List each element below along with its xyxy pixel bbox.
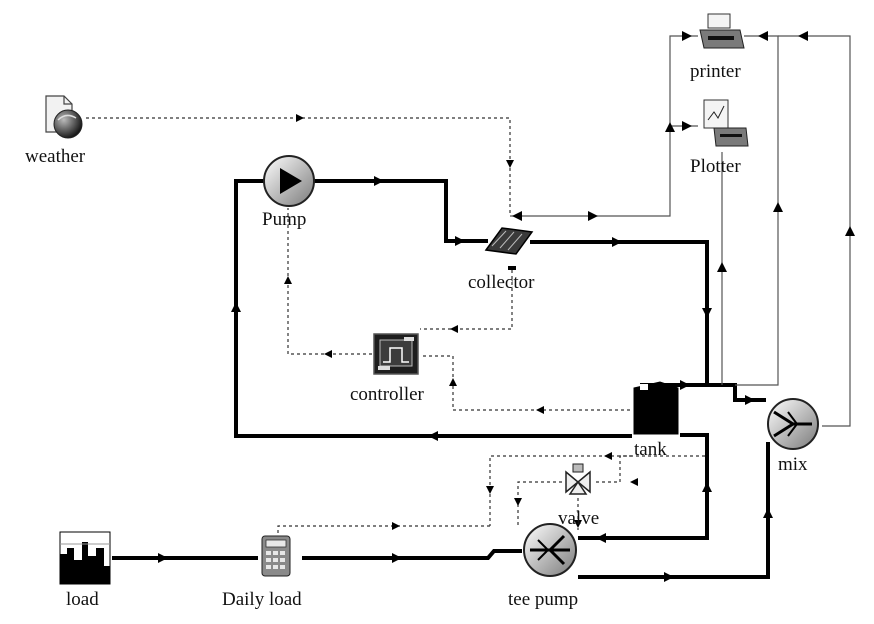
- solar-collector-icon[interactable]: [484, 227, 534, 270]
- component-labels: weather Pump collector controller printe…: [25, 61, 808, 610]
- label-controller: controller: [350, 384, 425, 405]
- label-tank: tank: [634, 439, 667, 460]
- arrow-up: [665, 122, 675, 132]
- arrow-right: [392, 553, 402, 563]
- arrow-right: [745, 395, 755, 405]
- arrow-right: [682, 121, 692, 131]
- weather-icon[interactable]: [45, 95, 83, 139]
- arrow-left: [512, 211, 522, 221]
- line-mix-to-printer: [778, 35, 851, 427]
- arrow-left: [798, 31, 808, 41]
- arrow-left: [596, 533, 606, 543]
- arrow-up: [284, 276, 292, 284]
- arrow-right: [588, 211, 598, 221]
- pump-icon[interactable]: [263, 155, 315, 207]
- signal-controller-to-pump: [287, 208, 372, 355]
- calculator-icon[interactable]: [261, 535, 291, 577]
- arrow-up: [231, 302, 241, 312]
- label-weather: weather: [25, 146, 86, 167]
- arrow-right: [455, 236, 465, 246]
- arrow-up: [702, 482, 712, 492]
- label-plotter: Plotter: [690, 156, 741, 177]
- label-mix: mix: [778, 454, 808, 475]
- arrow-left: [758, 31, 768, 41]
- arrow-left: [604, 452, 612, 460]
- arrow-right: [612, 237, 622, 247]
- on-off-controller-icon[interactable]: [373, 333, 419, 375]
- pipe-tank-to-mix: [707, 383, 766, 402]
- load-profile-icon[interactable]: [59, 531, 111, 585]
- arrow-down: [574, 520, 582, 528]
- arrow-right: [392, 522, 400, 530]
- arrow-left: [428, 431, 438, 441]
- arrow-right: [664, 572, 674, 582]
- label-valve: valve: [558, 508, 599, 529]
- arrow-right: [158, 553, 168, 563]
- arrow-up: [717, 262, 727, 272]
- arrow-down: [514, 498, 522, 506]
- arrow-down: [506, 160, 514, 168]
- fluid-pipes: [112, 179, 770, 579]
- arrow-left: [324, 350, 332, 358]
- arrow-right: [374, 176, 384, 186]
- label-daily-load: Daily load: [222, 589, 302, 610]
- arrow-up: [845, 226, 855, 236]
- arrow-down: [702, 308, 712, 318]
- diverter-valve-icon[interactable]: [565, 463, 591, 495]
- arrow-right: [680, 380, 690, 390]
- arrow-down: [486, 486, 494, 494]
- tee-pump-icon[interactable]: [523, 523, 577, 577]
- pipe-pump-to-collector: [314, 179, 488, 243]
- pipe-collector-to-tank: [530, 240, 709, 387]
- signal-tank-to-valve: [594, 455, 705, 483]
- arrow-up: [773, 202, 783, 212]
- label-load: load: [66, 589, 99, 610]
- line-tank-to-printer-2: [735, 35, 779, 386]
- mixer-icon[interactable]: [767, 398, 819, 450]
- arrow-left: [536, 406, 544, 414]
- label-printer: printer: [690, 61, 741, 82]
- signal-valve-to-daily-load: [277, 525, 490, 534]
- printer-icon[interactable]: [699, 13, 745, 49]
- storage-tank-icon[interactable]: [633, 381, 679, 435]
- signal-valve-left: [517, 481, 562, 526]
- arrow-right: [682, 31, 692, 41]
- arrow-up: [763, 508, 773, 518]
- arrow-left: [630, 478, 638, 486]
- plotter-icon[interactable]: [703, 99, 749, 147]
- output-lines: [510, 35, 851, 427]
- arrow-left: [450, 325, 458, 333]
- label-pump: Pump: [262, 209, 306, 230]
- pipe-tee-pump-to-mix: [578, 442, 770, 579]
- pipe-daily-load-to-tee-pump: [302, 549, 522, 560]
- signal-valve-upper: [489, 455, 632, 526]
- arrow-up: [449, 378, 457, 386]
- label-collector: collector: [468, 272, 535, 293]
- arrow-right: [296, 114, 304, 122]
- label-tee-pump: tee pump: [508, 589, 578, 610]
- flow-arrows: [158, 31, 855, 582]
